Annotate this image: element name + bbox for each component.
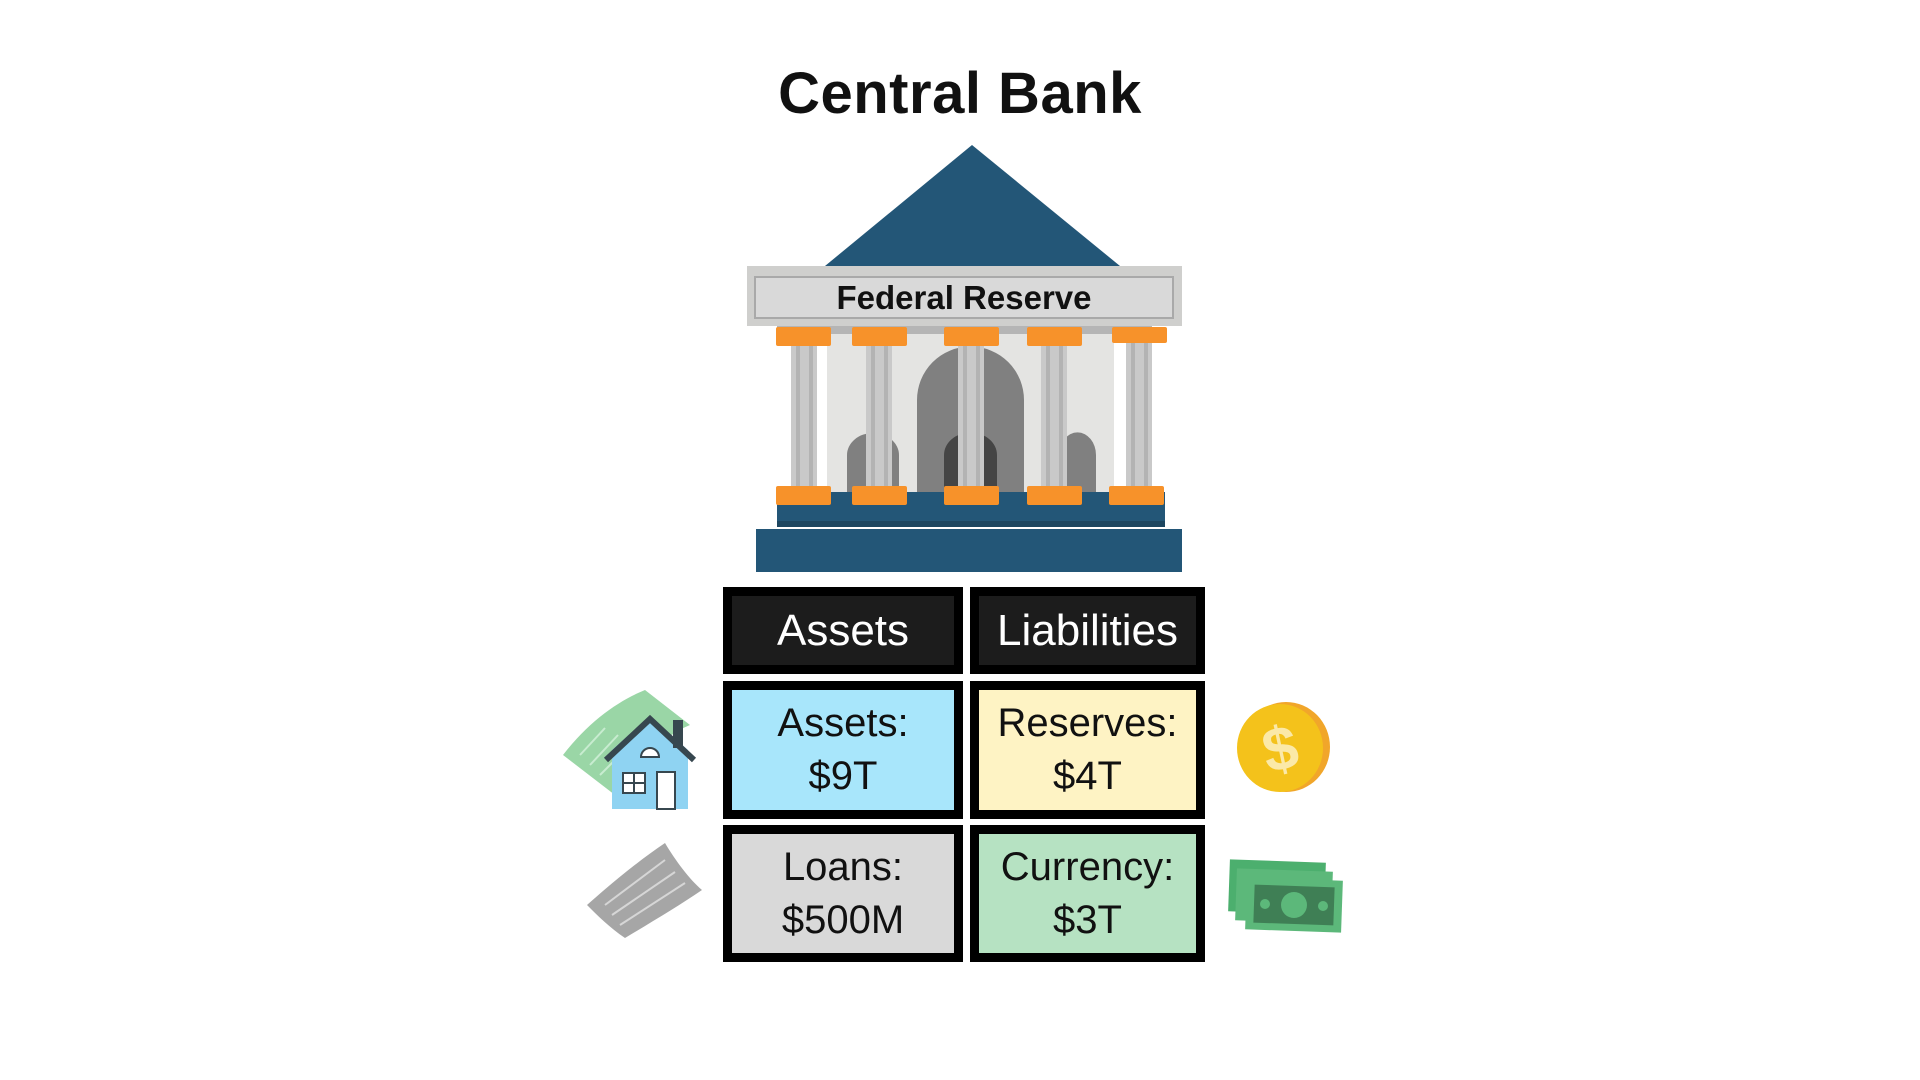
house-mortgage-icon <box>563 690 697 810</box>
cell-value: $3T <box>1053 897 1122 942</box>
cell-value: $9T <box>808 754 878 798</box>
cell-value: $4T <box>1053 754 1122 798</box>
liabilities-header-label: Liabilities <box>997 605 1178 655</box>
gold-coin-icon: $ <box>1237 702 1330 792</box>
assets-header-label: Assets <box>776 605 910 655</box>
banknotes-icon <box>1228 859 1343 933</box>
loans-cell: Loans: $500M <box>723 825 963 962</box>
assets-header: Assets <box>723 587 963 674</box>
lower-step <box>756 529 1182 572</box>
cell-label: Currency: <box>1000 844 1175 889</box>
cell-label: Assets: <box>777 701 909 745</box>
page-title: Central Bank <box>778 61 1142 126</box>
assets-cell: Assets: $9T <box>723 681 963 819</box>
cell-label: Loans: <box>782 844 904 889</box>
liabilities-header: Liabilities <box>970 587 1205 674</box>
loan-document-icon <box>587 843 702 938</box>
roof <box>825 145 1120 266</box>
reserves-cell: Reserves: $4T <box>970 681 1205 819</box>
bank-building-icon <box>747 145 1182 572</box>
cell-label: Reserves: <box>997 701 1178 745</box>
cell-value: $500M <box>781 897 905 942</box>
column-capitals <box>776 327 1167 505</box>
currency-cell: Currency: $3T <box>970 825 1205 962</box>
building-label: Federal Reserve <box>836 279 1092 316</box>
